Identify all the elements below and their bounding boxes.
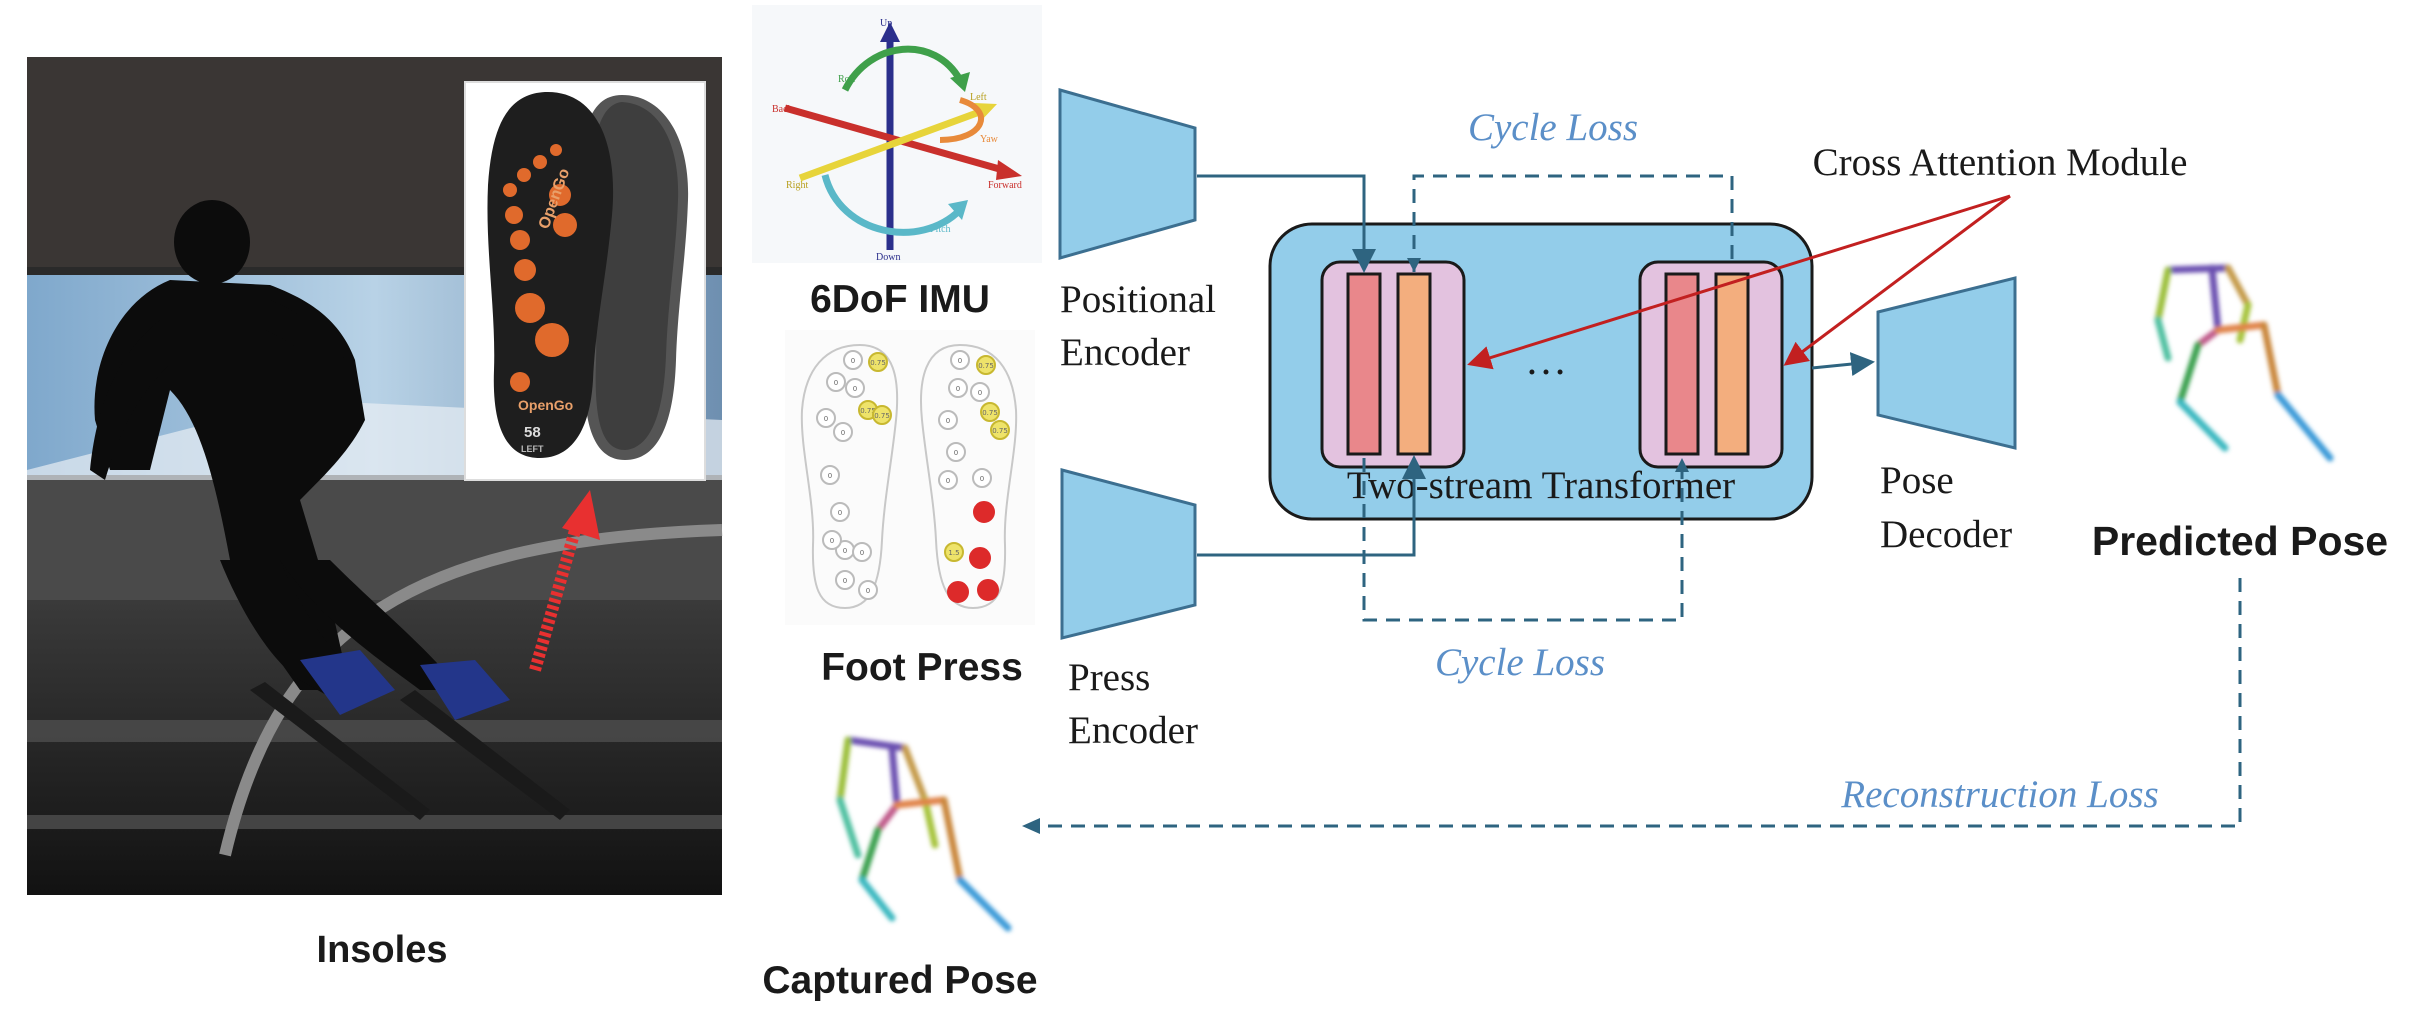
imu-back-label: Back [772,104,793,115]
reconstruction-loss-label: Reconstruction Loss [1840,773,2158,816]
pressure-sensor-value-left-14: 0 [830,537,834,545]
cross-attention-callout [1467,194,2011,370]
imu-forward-label: Forward [988,180,1022,191]
pressure-sensor-right-12 [969,547,991,569]
pressure-sensor-value-right-1: 0.75 [978,362,994,370]
pressure-sensor-value-right-3: 0 [978,389,982,397]
pressure-sensor-right-7 [946,442,966,462]
pressure-sensor-right-6 [938,410,958,430]
insole-brand-lower: OpenGo [518,397,573,413]
pressure-sensor-value-right-5: 0.75 [992,427,1008,435]
imu-axes-figure: Up Down Back Forward Left Right Roll Yaw… [752,5,1042,263]
pressure-sensor-left-12 [852,542,872,562]
imu-roll-label: Roll [838,74,855,85]
pressure-sensor-value-left-13: 0 [866,587,870,595]
insoles-caption: Insoles [317,929,448,971]
pressure-sensor-value-right-6: 0 [946,417,950,425]
pressure-sensor-left-8 [820,465,840,485]
cross-attention-label: Cross Attention Module [1813,141,2188,184]
pressure-sensor-left-0 [843,350,863,370]
imu-caption: 6DoF IMU [810,278,990,321]
pressure-sensor-right-14 [977,579,999,601]
imu-pitch-label: Pitch [930,224,951,235]
predicted-pose-caption: Predicted Pose [2092,518,2388,564]
pressure-sensor-value-left-10: 0 [843,547,847,555]
pressure-sensor-value-left-8: 0 [828,472,832,480]
cycle-loss-bottom-label: Cycle Loss [1435,641,1605,684]
insole-size: 58 [524,424,541,441]
pressure-sensor-left-7 [833,422,853,442]
pressure-sensor-value-left-4: 0.75 [860,407,876,415]
pressure-sensor-value-left-3: 0 [853,385,857,393]
pressure-sensor-value-right-10: 1.5 [948,549,959,557]
pose-decoder [1876,276,2017,450]
imu-left-label: Left [970,92,987,103]
pressure-sensor-left-14 [822,530,842,550]
pressure-sensor-value-left-11: 0 [843,577,847,585]
cross-attention-block-1 [1320,260,1466,469]
pressure-sensor-right-1 [976,355,996,375]
pressure-sensor-value-left-5: 0.75 [874,412,890,420]
pressure-sensor-right-4 [980,402,1000,422]
pressure-sensor-right-0 [950,350,970,370]
cycle-loss-arrowheads [1407,258,1689,472]
pressure-sensor-value-right-8: 0 [946,477,950,485]
pressure-sensor-left-13 [858,580,878,600]
pressure-sensor-right-13 [947,581,969,603]
flow-connectors [1197,174,1875,557]
pressure-sensor-value-right-9: 0 [980,475,984,483]
pressure-sensor-right-2 [948,378,968,398]
pressure-sensor-left-6 [816,408,836,428]
pressure-sensor-value-right-4: 0.75 [982,409,998,417]
pressure-sensor-left-2 [826,372,846,392]
imu-up-label: Up [880,18,892,29]
imu-yaw-label: Yaw [980,134,999,145]
pressure-sensor-left-5 [872,405,892,425]
pressure-sensor-value-right-7: 0 [954,449,958,457]
foot-press-caption: Foot Press [821,646,1023,689]
reconstruction-loss-path [1022,578,2242,834]
pressure-sensor-right-9 [972,468,992,488]
pose-decoder-label-2: Decoder [1880,513,2012,556]
pressure-sensor-value-left-0: 0 [851,357,855,365]
imu-down-label: Down [876,252,900,263]
cycle-loss-loops [1362,174,1734,622]
pressure-sensor-value-right-0: 0 [958,357,962,365]
pressure-sensor-value-left-7: 0 [841,429,845,437]
positional-encoder-label-1: Positional [1060,278,1216,321]
pressure-sensor-right-11 [973,501,995,523]
pressure-sensor-left-11 [835,570,855,590]
pressure-sensor-value-left-9: 0 [838,509,842,517]
captured-pose-caption: Captured Pose [762,959,1037,1002]
predicted-pose-skeleton [2154,264,2334,462]
press-encoder-label-1: Press [1068,656,1150,699]
insole-pointer-arrow [529,490,600,672]
insole-inset: OpenGo OpenGo 58 LEFT [464,81,706,481]
pressure-sensor-value-left-2: 0 [834,379,838,387]
pressure-sensor-value-left-1: 0.75 [870,359,886,367]
pressure-sensor-value-left-12: 0 [860,549,864,557]
pose-decoder-label-1: Pose [1880,459,1954,502]
pressure-sensor-value-left-6: 0 [824,415,828,423]
pressure-sensor-right-10 [944,542,964,562]
pressure-sensor-right-8 [938,470,958,490]
positional-encoder [1058,88,1197,260]
press-encoder-label-2: Encoder [1068,709,1198,752]
pressure-sensor-left-9 [830,502,850,522]
captured-pose-skeleton [836,736,1012,932]
positional-encoder-label-2: Encoder [1060,331,1190,374]
imu-right-label: Right [786,180,808,191]
pressure-sensor-left-1 [868,352,888,372]
pressure-sensor-right-3 [970,382,990,402]
pressure-sensor-left-3 [845,378,865,398]
press-encoder [1060,468,1197,640]
cross-attention-block-2 [1638,260,1784,469]
pressure-sensor-value-right-2: 0 [956,385,960,393]
pressure-sensor-right-5 [990,420,1010,440]
insole-side: LEFT [521,444,544,454]
cycle-loss-top-label: Cycle Loss [1468,106,1638,149]
